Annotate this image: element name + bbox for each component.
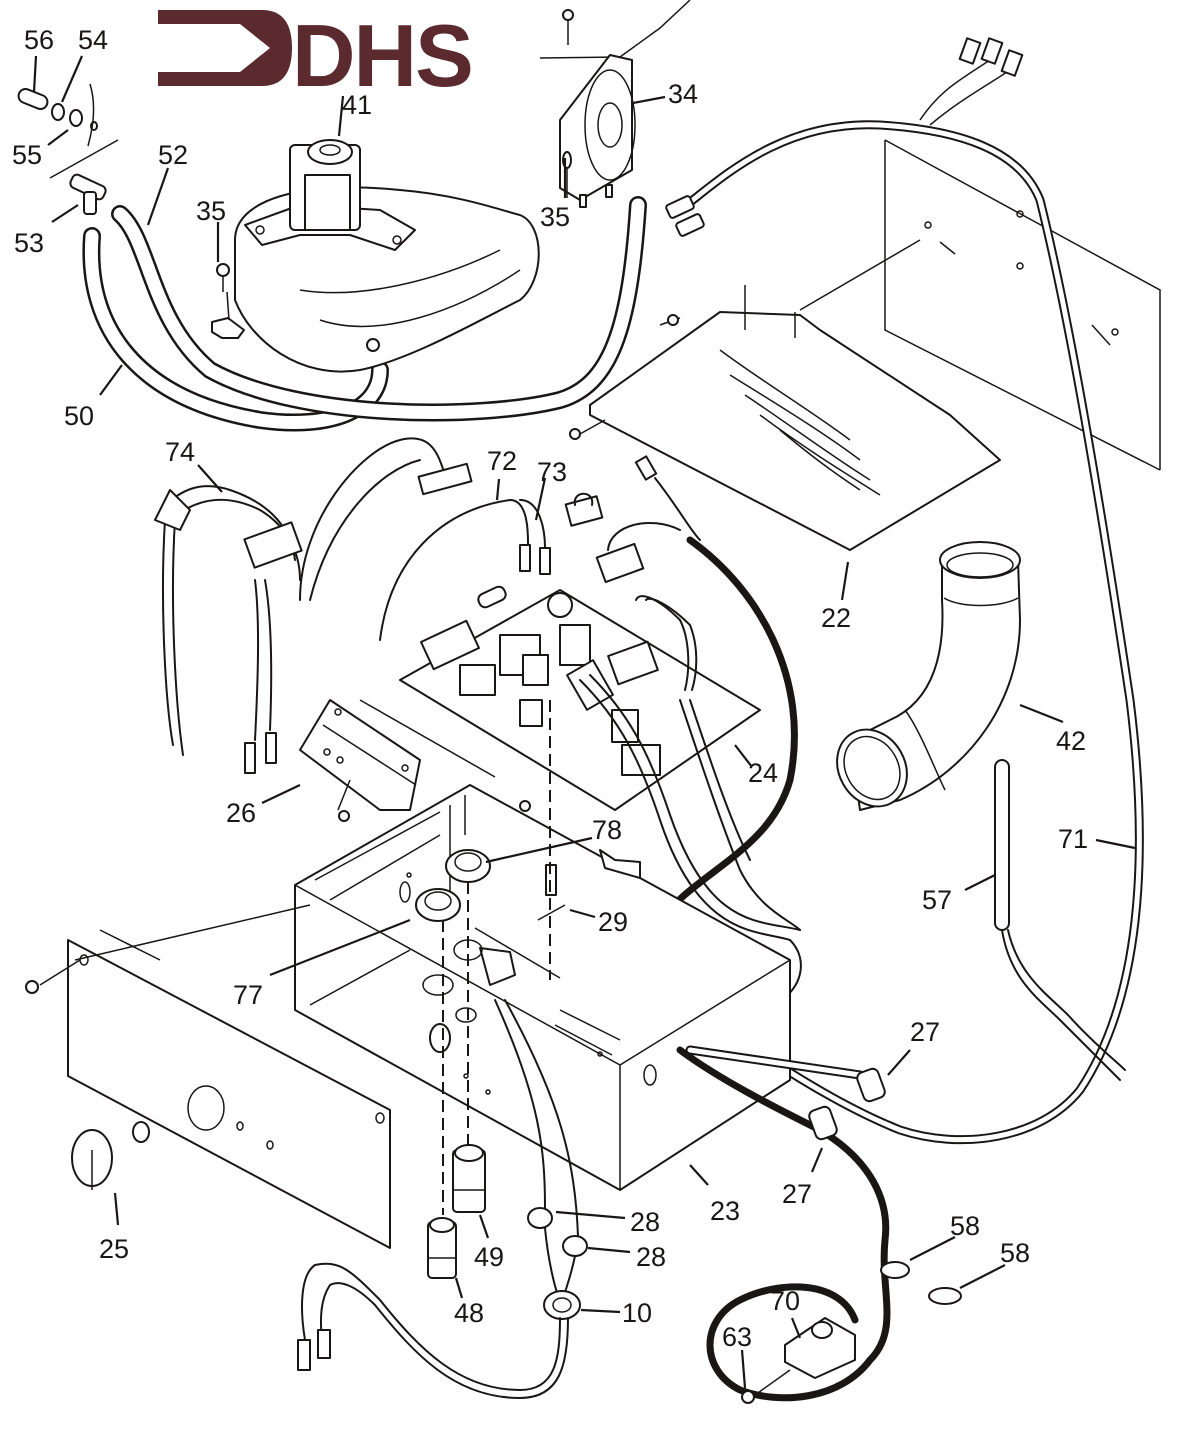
knob-25 (71, 1121, 150, 1190)
mounting-panel (884, 139, 1161, 471)
callout-58b: 58 (1000, 1238, 1030, 1268)
igniter-29 (537, 700, 566, 980)
bracket-26 (299, 699, 496, 822)
sensor-probe-57 (994, 759, 1126, 1081)
callout-72: 72 (487, 446, 517, 476)
callout-10: 10 (622, 1298, 652, 1328)
callout-42: 42 (1056, 726, 1086, 756)
cover-plate-22 (569, 221, 1001, 551)
pressure-switch-34 (559, 9, 636, 208)
callout-23: 23 (710, 1196, 740, 1226)
wire-72 (299, 437, 551, 641)
wire-harness-74 (154, 485, 303, 774)
grommet-28 (494, 999, 588, 1301)
callout-52: 52 (158, 140, 188, 170)
callout-26: 26 (226, 798, 256, 828)
leader-lines (32, 55, 1136, 1389)
logo-text: DHS (292, 6, 472, 105)
callout-77: 77 (233, 980, 263, 1010)
combustion-blower-41 (211, 139, 540, 373)
logo-arrow-icon (158, 10, 292, 86)
wire-harness-71 (665, 37, 1144, 1145)
callout-48: 48 (454, 1298, 484, 1328)
callout-29: 29 (598, 907, 628, 937)
hose-52 (111, 196, 647, 422)
callout-74: 74 (165, 437, 195, 467)
callout-57: 57 (922, 885, 952, 915)
callout-78: 78 (592, 815, 622, 845)
callout-27b: 27 (782, 1179, 812, 1209)
lock-nut-77 (415, 888, 461, 922)
grommet-10 (297, 1262, 581, 1399)
elbow-42 (836, 541, 1021, 811)
callout-34: 34 (668, 79, 698, 109)
callout-24: 24 (748, 758, 778, 788)
callout-25: 25 (99, 1234, 129, 1264)
connector-70 (754, 1317, 856, 1396)
screw-63 (741, 1390, 755, 1404)
fitting-49 (452, 1144, 486, 1213)
tee-fitting-53 (69, 173, 107, 215)
front-panel (25, 904, 391, 1249)
control-board-24 (399, 455, 761, 811)
callout-71: 71 (1058, 824, 1088, 854)
callout-35a: 35 (196, 196, 226, 226)
callout-54: 54 (78, 25, 108, 55)
callout-63: 63 (722, 1322, 752, 1352)
callout-27a: 27 (910, 1017, 940, 1047)
control-box-23 (294, 784, 791, 1191)
cable-clip-58 (880, 1261, 962, 1305)
callout-73: 73 (537, 457, 567, 487)
callout-56: 56 (24, 25, 54, 55)
callout-50: 50 (64, 401, 94, 431)
callout-53: 53 (14, 228, 44, 258)
callout-28a: 28 (630, 1207, 660, 1237)
grommet-27 (676, 1045, 891, 1402)
lock-nut-78 (445, 849, 491, 883)
callout-49: 49 (474, 1242, 504, 1272)
callout-41: 41 (342, 90, 372, 120)
screw-35 (216, 263, 230, 321)
dhs-logo: DHS (158, 6, 474, 105)
callout-35b: 35 (540, 202, 570, 232)
callout-55: 55 (12, 140, 42, 170)
callout-labels: 56 54 55 53 52 50 41 35 35 34 74 72 73 2… (12, 25, 1088, 1352)
callout-58a: 58 (950, 1211, 980, 1241)
fitting-48 (427, 1217, 457, 1279)
tube-cap-56 (17, 83, 119, 179)
callout-70: 70 (770, 1286, 800, 1316)
callout-28b: 28 (636, 1242, 666, 1272)
callout-22: 22 (821, 603, 851, 633)
